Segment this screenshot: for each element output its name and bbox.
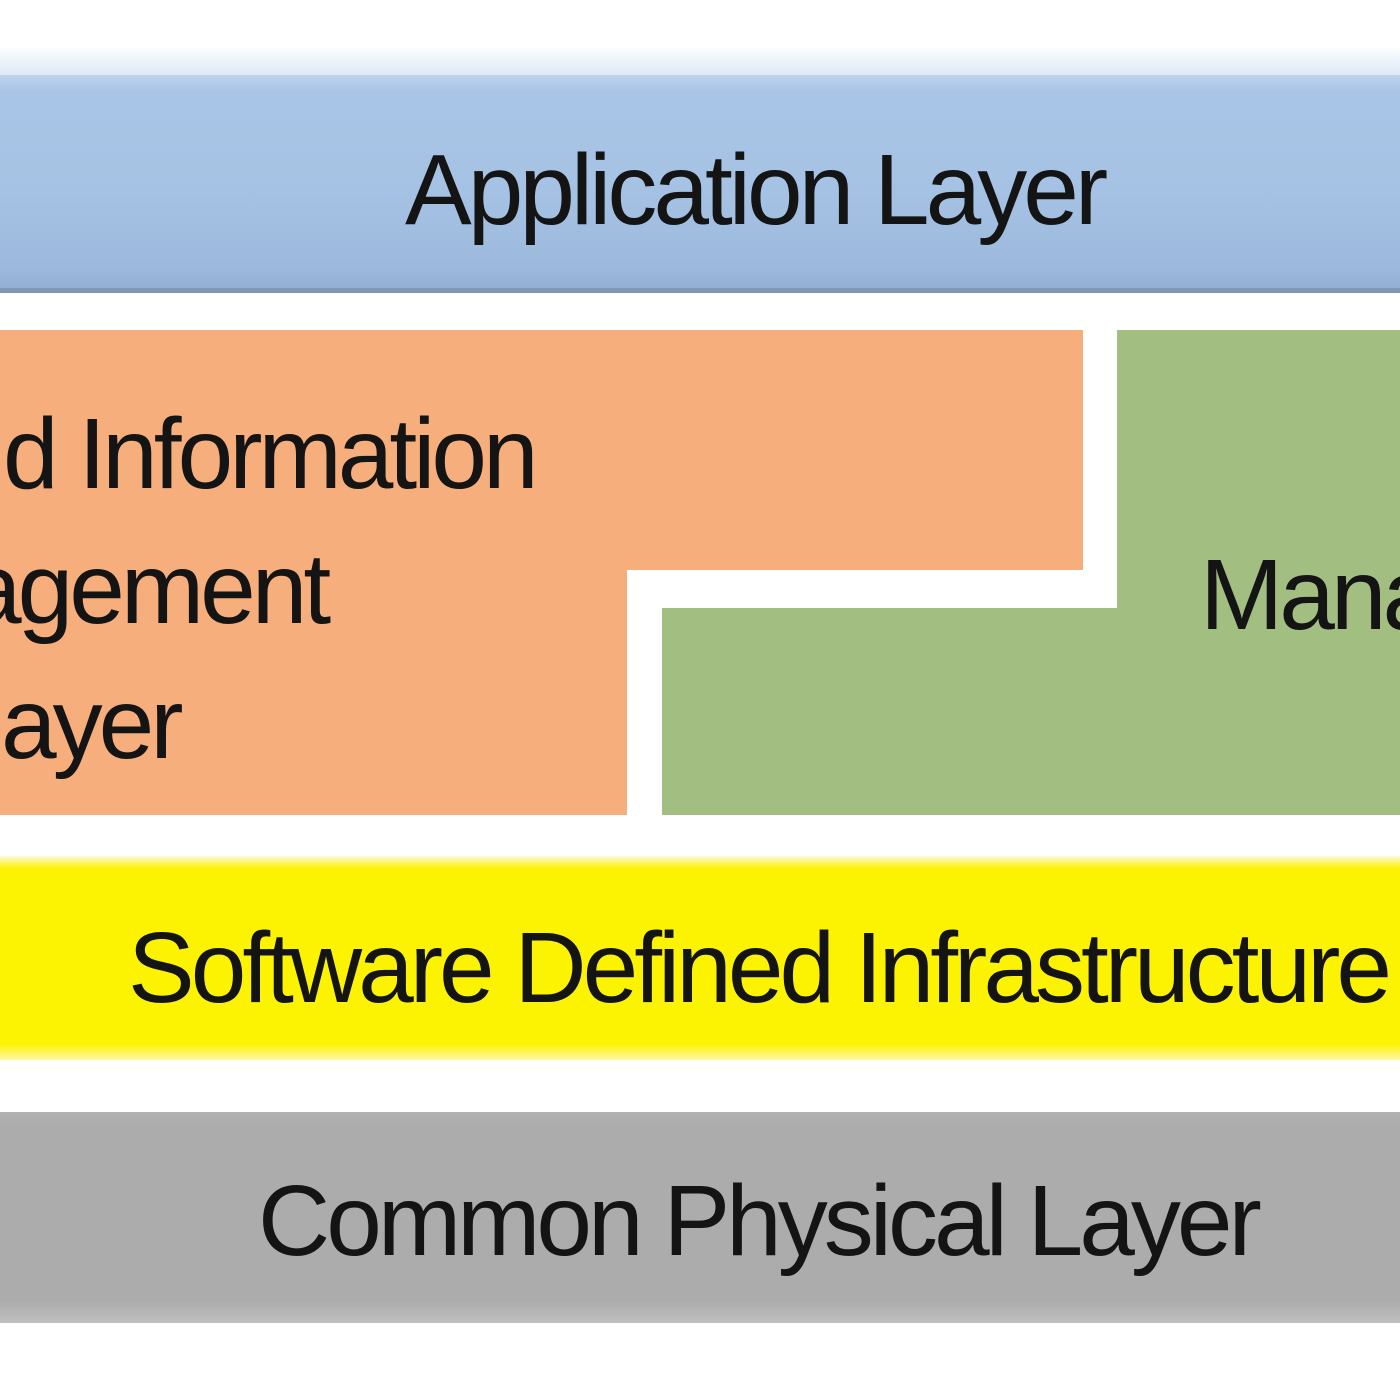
information-management-block-lower: [0, 570, 627, 815]
application-layer-band: [0, 75, 1400, 293]
management-block-lower: [662, 608, 1400, 815]
information-management-label-line1: d Information: [3, 398, 539, 510]
software-defined-infrastructure-label: Software Defined Infrastructure: [128, 912, 1392, 1024]
software-defined-infrastructure-band: [0, 856, 1400, 1060]
common-physical-layer-label: Common Physical Layer: [258, 1165, 1262, 1277]
application-layer-label: Application Layer: [405, 134, 1108, 246]
management-block-upper: [1117, 330, 1400, 608]
information-management-label-line2: agement: [0, 533, 331, 645]
management-label: Mana: [1200, 539, 1400, 651]
information-management-block-upper: [0, 330, 1083, 570]
application-band-top-fade: [0, 46, 1400, 75]
information-management-label-line3: ayer: [1, 668, 184, 780]
common-physical-layer-band: [0, 1112, 1400, 1323]
